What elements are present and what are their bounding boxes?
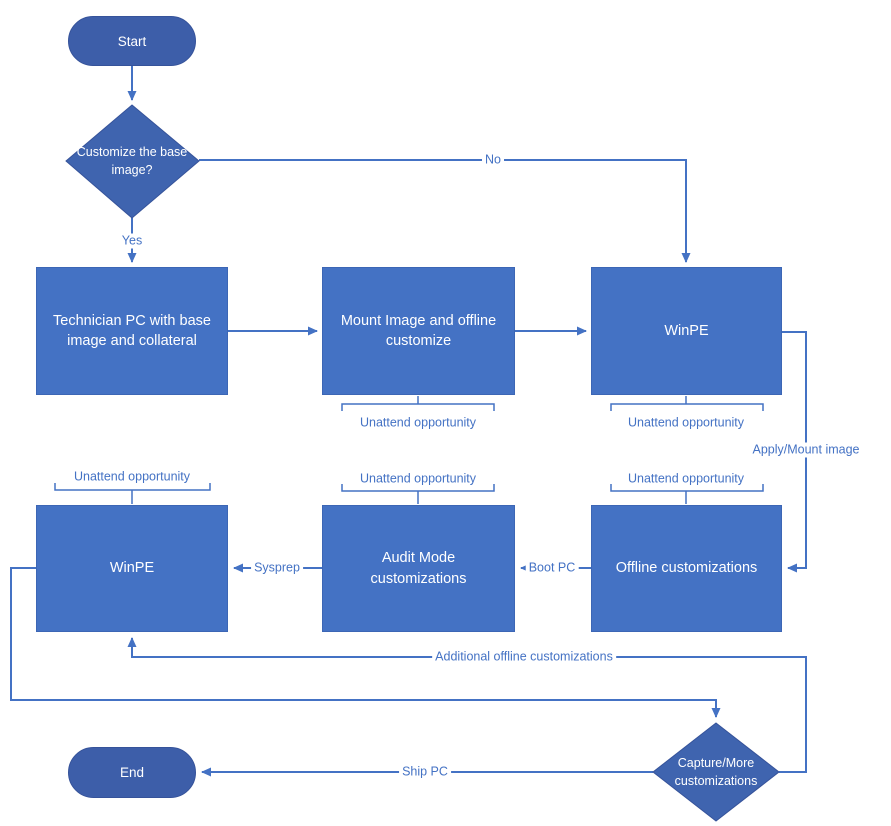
annotation-unattend-mount: Unattend opportunity [359, 415, 477, 430]
edge-decision-no [199, 159, 691, 263]
process-winpe-bottom: WinPE [36, 505, 228, 632]
edge-label-yes: Yes [118, 233, 146, 249]
edge-winpe-to-capture [10, 567, 721, 718]
bracket-audit-mode [341, 484, 495, 504]
bracket-winpe-bottom [54, 483, 211, 504]
annotation-unattend-winpe-bottom: Unattend opportunity [73, 469, 191, 484]
decision-capture-diamond [652, 722, 780, 822]
process-audit-mode: Audit Mode customizations [322, 505, 515, 632]
edge-label-ship-pc: Ship PC [399, 764, 451, 780]
bracket-mount-image [341, 396, 495, 411]
annotation-unattend-audit: Unattend opportunity [359, 471, 477, 486]
decision-customize-label: Customize the base image? [76, 144, 188, 177]
edge-label-additional: Additional offline customizations [432, 649, 616, 665]
decision-capture-label: Capture/More customizations [674, 755, 758, 788]
process-offline-customizations: Offline customizations [591, 505, 782, 632]
decision-customize-diamond [65, 104, 200, 219]
edge-label-apply-mount: Apply/Mount image [749, 442, 863, 458]
edge-label-sysprep: Sysprep [251, 560, 303, 576]
bracket-offline [610, 484, 764, 504]
annotation-unattend-offline: Unattend opportunity [627, 471, 745, 486]
edge-label-boot-pc: Boot PC [525, 560, 579, 576]
process-winpe-top: WinPE [591, 267, 782, 395]
process-mount-image: Mount Image and offline customize [322, 267, 515, 395]
annotation-unattend-winpe-top: Unattend opportunity [627, 415, 745, 430]
start-node: Start [68, 16, 196, 66]
process-technician-pc: Technician PC with base image and collat… [36, 267, 228, 395]
edge-label-no: No [482, 152, 504, 168]
bracket-winpe-top [610, 396, 764, 411]
end-node: End [68, 747, 196, 798]
edge-capture-additional [127, 637, 807, 773]
